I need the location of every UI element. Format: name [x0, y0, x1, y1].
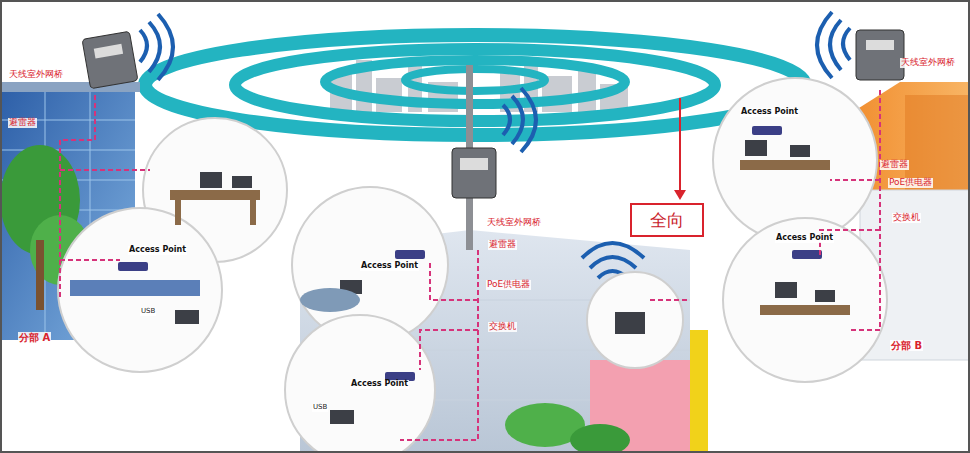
device-label: 避雷器 [8, 118, 37, 128]
callout-text: 全向 [650, 209, 684, 232]
device-label: 天线室外网桥 [900, 58, 956, 68]
device-label: 天线室外网桥 [486, 218, 542, 228]
device-label: 交换机 [488, 322, 517, 332]
branch-label: 分部 A [18, 332, 51, 343]
device-label: PoE供电器 [486, 280, 531, 290]
device-name: Access Point [775, 234, 834, 243]
device-name: Access Point [360, 262, 419, 271]
device-name: USB [140, 308, 156, 316]
device-label: 天线室外网桥 [8, 70, 64, 80]
device-label: 交换机 [892, 213, 921, 223]
device-name: Access Point [740, 108, 799, 117]
callout-box: 全向 [630, 203, 704, 237]
device-label: 避雷器 [880, 160, 909, 170]
device-name: Access Point [128, 246, 187, 255]
device-name: Access Point [350, 380, 409, 389]
branch-label: 分部 B [890, 340, 923, 351]
device-name: USB [312, 404, 328, 412]
device-label: 避雷器 [488, 240, 517, 250]
device-label: PoE供电器 [888, 178, 933, 188]
